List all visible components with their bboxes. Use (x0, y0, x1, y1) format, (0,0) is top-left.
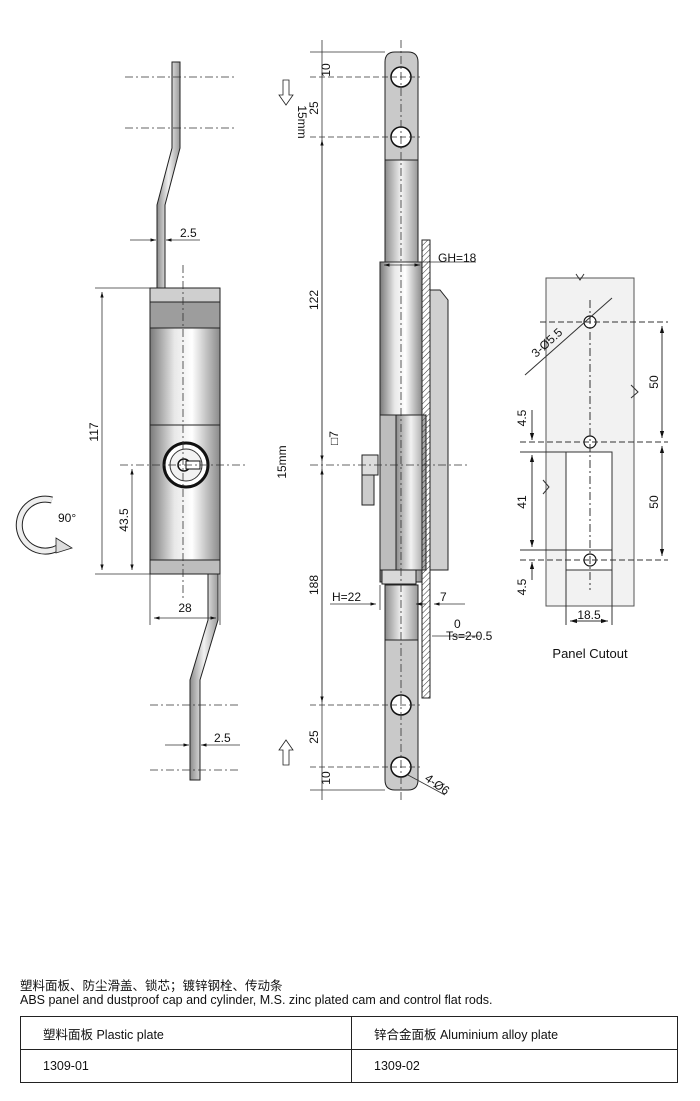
description-chinese: 塑料面板、防尘滑盖、锁芯；镀锌钢栓、传动条 (20, 979, 283, 993)
dim-bottom-hole: 10 (319, 771, 333, 785)
dim-top-hole: 10 (319, 63, 333, 77)
dim-h-depth: H=22 (332, 590, 361, 604)
dim-bottom-pitch: 25 (307, 730, 321, 744)
table-header-plastic: 塑料面板 Plastic plate (20, 1016, 352, 1050)
dim-lower-rod: 188 (307, 575, 321, 595)
side-view-labels: 2.5 117 43.5 28 2.5 90° (58, 226, 231, 745)
dim-side-top-thick: 2.5 (180, 226, 197, 240)
dim-ts-range: Ts=2-0.5 (446, 629, 493, 643)
dim-cut-margin-top: 4.5 (515, 409, 529, 426)
side-view-dimensions (15, 76, 245, 771)
dim-upper-rod: 122 (307, 290, 321, 310)
dim-cut-margin-bottom: 4.5 (515, 578, 529, 595)
table-row: 塑料面板 Plastic plate 锌合金面板 Aluminium alloy… (20, 1016, 678, 1050)
side-view (149, 61, 221, 781)
dim-side-body-height: 117 (87, 422, 101, 441)
table-header-alloy: 锌合金面板 Aluminium alloy plate (351, 1016, 678, 1050)
dim-side-bottom-thick: 2.5 (214, 731, 231, 745)
dim-offset-7: 7 (440, 590, 447, 604)
dim-cut-bottom-pitch: 50 (647, 495, 661, 509)
table-cell-alloy-code: 1309-02 (351, 1049, 678, 1083)
dim-side-width: 28 (178, 601, 192, 615)
dim-square: □7 (327, 431, 341, 445)
rotation-label: 90° (58, 511, 76, 525)
dim-stroke-top: 15mm (295, 105, 309, 138)
front-view (361, 51, 449, 791)
dim-top-pitch: 25 (307, 101, 321, 115)
dim-side-cam-offset: 43.5 (117, 508, 131, 532)
dim-holes: 4-Ø6 (422, 771, 452, 798)
description-english: ABS panel and dustproof cap and cylinder… (20, 993, 493, 1007)
dim-panel-gh: GH=18 (438, 251, 477, 265)
table-cell-plastic-code: 1309-01 (20, 1049, 352, 1083)
front-view-dimensions (278, 40, 480, 800)
dim-cut-top-pitch: 50 (647, 375, 661, 389)
dim-ts-zero: 0 (454, 617, 461, 631)
panel-cutout (520, 273, 668, 625)
panel-cutout-label: Panel Cutout (552, 646, 628, 661)
dim-cut-width: 18.5 (577, 608, 601, 622)
dim-stroke-mid: 15mm (275, 445, 289, 478)
technical-drawing: 2.5 117 43.5 28 2.5 90° (15, 40, 668, 800)
spec-table: 塑料面板 Plastic plate 锌合金面板 Aluminium alloy… (20, 1016, 678, 1083)
table-row: 1309-01 1309-02 (20, 1049, 678, 1083)
dim-cut-slot: 41 (515, 495, 529, 509)
